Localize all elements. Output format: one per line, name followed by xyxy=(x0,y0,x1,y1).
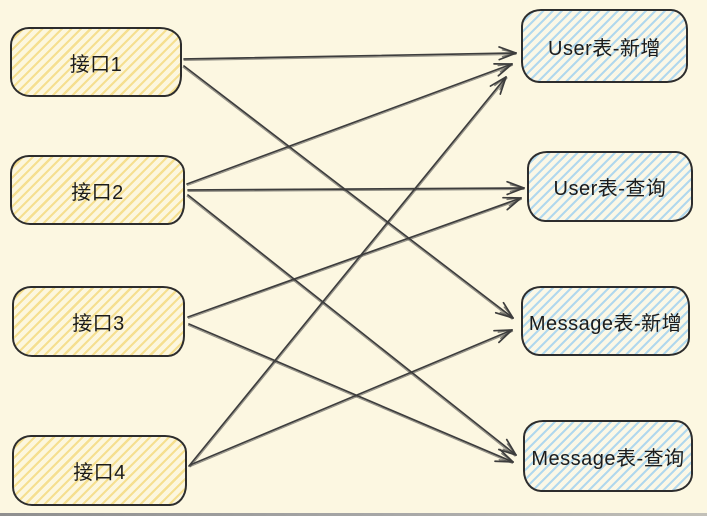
node-label-message-query: Message表-查询 xyxy=(531,447,685,470)
window-bottom-edge xyxy=(0,513,707,516)
node-label-user-add: User表-新增 xyxy=(548,37,661,60)
node-jiekou1[interactable]: 接口1 xyxy=(10,27,182,97)
edge-jiekou2-to-user-add[interactable] xyxy=(186,63,514,186)
edge-jiekou1-to-message-add[interactable] xyxy=(182,65,514,320)
edge-jiekou2-to-message-query[interactable] xyxy=(186,194,517,457)
node-label-user-query: User表-查询 xyxy=(553,178,667,200)
edge-jiekou1-to-user-add[interactable] xyxy=(183,46,517,62)
node-message-query[interactable]: Message表-查询 xyxy=(523,420,693,492)
node-label-message-add: Message表-新增 xyxy=(528,312,683,335)
node-label-jiekou1: 接口1 xyxy=(69,53,123,76)
node-label-jiekou3: 接口3 xyxy=(72,313,125,335)
edge-jiekou3-to-user-query[interactable] xyxy=(187,196,523,319)
edge-jiekou3-to-message-query[interactable] xyxy=(187,323,514,464)
edge-jiekou4-to-message-add[interactable] xyxy=(189,329,514,467)
node-jiekou3[interactable]: 接口3 xyxy=(12,286,185,357)
node-jiekou2[interactable]: 接口2 xyxy=(10,155,185,225)
node-message-add[interactable]: Message表-新增 xyxy=(521,286,690,356)
node-jiekou4[interactable]: 接口4 xyxy=(12,435,187,506)
node-user-query[interactable]: User表-查询 xyxy=(527,151,693,222)
node-label-jiekou2: 接口2 xyxy=(71,181,124,204)
node-label-jiekou4: 接口4 xyxy=(73,462,126,484)
edge-jiekou4-to-user-add[interactable] xyxy=(188,76,508,468)
node-user-add[interactable]: User表-新增 xyxy=(521,9,688,83)
edge-jiekou2-to-user-query[interactable] xyxy=(187,180,525,196)
